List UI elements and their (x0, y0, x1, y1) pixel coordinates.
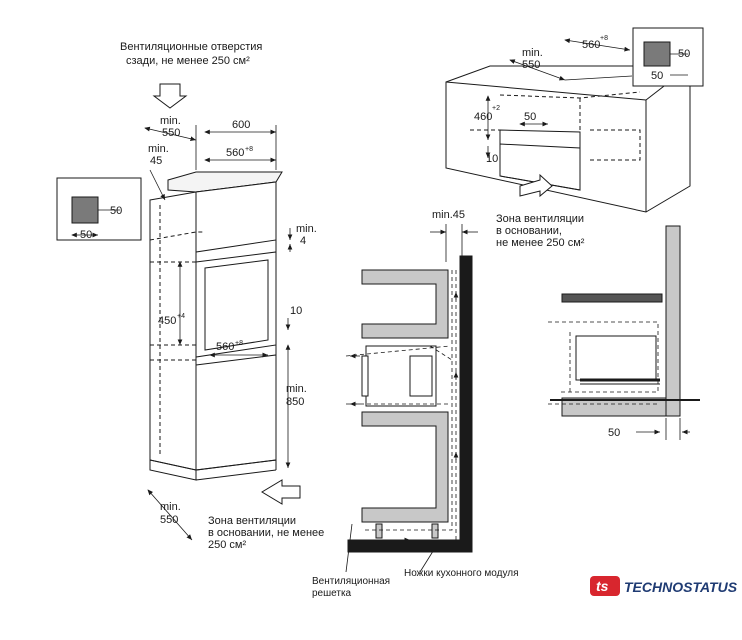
tr-560: 560 (582, 39, 600, 51)
vent-square-box-left (56, 177, 142, 241)
vent-base-left-l2: в основании, не менее (208, 527, 324, 539)
depth-10: 10 (290, 305, 302, 317)
width-560-top-sup: +8 (245, 146, 253, 153)
svg-text:ts: ts (596, 578, 609, 594)
cross-section-arrows (345, 224, 478, 573)
min550-bottom-l1: min. (160, 501, 181, 513)
min550-bottom-l2: 550 (160, 514, 178, 526)
grille-l1: Вентиляционная (312, 576, 390, 587)
left-dimensions (144, 125, 293, 541)
under-counter-dims (485, 38, 633, 158)
vent-rear-line1: Вентиляционные отверстия (120, 41, 262, 53)
vent-base-left-l1: Зона вентиляции (208, 515, 296, 527)
technostatus-logo: ts TECHNOSTATUS (590, 576, 738, 596)
min45-left-l2: 45 (150, 155, 162, 167)
side-section-dims (636, 418, 690, 440)
min45-left-l1: min. (148, 143, 169, 155)
side-50: 50 (608, 427, 620, 439)
tr-box-50-a: 50 (678, 48, 690, 60)
vent-rear-line2: сзади, не менее 250 см² (126, 55, 250, 67)
side-section-airflow (548, 321, 660, 405)
min45-mid: min.45 (432, 209, 465, 221)
min4-l2: 4 (300, 235, 306, 247)
min550-top-l1: min. (160, 115, 181, 127)
tr-min550-l1: min. (522, 47, 543, 59)
vent-base-right-l3: не менее 250 см² (496, 237, 585, 249)
logo-text: TECHNOSTATUS (624, 579, 738, 595)
vent-base-right-l2: в основании, (496, 225, 562, 237)
vent-square-50-a: 50 (110, 205, 122, 217)
height-450-sup: +4 (177, 313, 185, 320)
min850-l1: min. (286, 383, 307, 395)
min850-l2: 850 (286, 396, 304, 408)
cross-section-labels: min.45 Вентиляционная решетка Ножки кухо… (312, 209, 519, 599)
left-labels: Вентиляционные отверстия сзади, не менее… (80, 41, 324, 551)
width-560-mid: 560 (216, 341, 234, 353)
tr-460-sup: +2 (492, 105, 500, 112)
tr-50: 50 (524, 111, 536, 123)
min4-l1: min. (296, 223, 317, 235)
vent-base-left-l3: 250 см² (208, 539, 246, 551)
vent-square-box-right (632, 27, 704, 87)
tr-min550-l2: 550 (522, 59, 540, 71)
width-560-mid-sup: +8 (235, 340, 243, 347)
tr-box-50-b: 50 (651, 70, 663, 82)
under-counter-drawing (445, 65, 691, 213)
height-450: 450 (158, 315, 176, 327)
cross-section-airflow (345, 270, 457, 541)
width-600: 600 (232, 119, 250, 131)
vent-square-50-b: 50 (80, 229, 92, 241)
tr-10: 10 (486, 153, 498, 165)
tall-column-drawing (149, 83, 301, 505)
side-section-drawing (550, 225, 700, 417)
tr-460: 460 (474, 111, 492, 123)
width-560-top: 560 (226, 147, 244, 159)
legs-label: Ножки кухонного модуля (404, 568, 519, 579)
cross-section-drawing (347, 255, 473, 553)
grille-l2: решетка (312, 588, 352, 599)
vent-base-right-l1: Зона вентиляции (496, 213, 584, 225)
under-counter-labels: min. 550 560 +8 460 +2 50 10 50 50 Зона … (474, 35, 690, 249)
tr-560-sup: +8 (600, 35, 608, 42)
min550-top-l2: 550 (162, 127, 180, 139)
